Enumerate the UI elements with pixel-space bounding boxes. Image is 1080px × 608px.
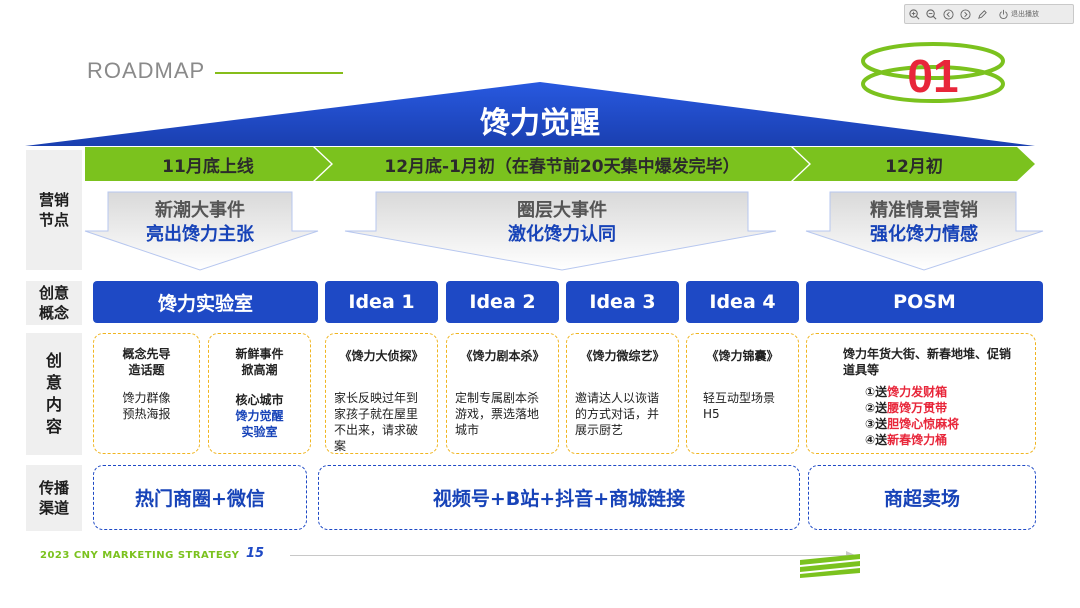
content-lab-b: 新鲜事件 掀高潮 核心城市 馋力觉醒 实验室 bbox=[208, 333, 311, 454]
event-arrow-2 bbox=[344, 191, 777, 271]
event-3-text: 精准情景营销强化馋力情感 bbox=[870, 200, 978, 245]
concept-idea-2: Idea 2 bbox=[446, 281, 559, 323]
event-arrow-3 bbox=[805, 191, 1044, 271]
page-number: 15 bbox=[246, 546, 265, 561]
event-2-text: 圈层大事件激化馋力认同 bbox=[508, 200, 616, 245]
power-icon bbox=[998, 9, 1009, 20]
next-icon[interactable] bbox=[960, 8, 971, 20]
previous-icon[interactable] bbox=[943, 8, 954, 20]
channel-3: 商超卖场 bbox=[808, 465, 1036, 530]
channel-2: 视频号+B站+抖音+商城链接 bbox=[318, 465, 800, 530]
zoom-in-icon[interactable] bbox=[909, 8, 920, 20]
concept-idea-3: Idea 3 bbox=[566, 281, 679, 323]
roadmap-label: ROADMAP bbox=[87, 58, 206, 83]
viewer-toolbar: 退出播放 bbox=[904, 4, 1074, 24]
exit-playback-button[interactable]: 退出播放 bbox=[998, 9, 1039, 20]
pen-icon[interactable] bbox=[977, 9, 988, 20]
posm-item-1: ①送馋力发财箱 bbox=[865, 385, 948, 399]
row-label-nodes: 营销节点 bbox=[26, 150, 82, 270]
row-label-concept: 创意概念 bbox=[26, 281, 82, 325]
event-arrow-1 bbox=[84, 191, 319, 271]
content-idea-2: 《馋力剧本杀》 定制专属剧本杀游戏，票选落地城市 bbox=[446, 333, 559, 454]
channel-1: 热门商圈+微信 bbox=[93, 465, 307, 530]
zoom-out-icon[interactable] bbox=[926, 8, 937, 20]
posm-item-4: ④送新春馋力桶 bbox=[865, 433, 948, 447]
green-stripes-icon bbox=[800, 554, 860, 578]
concept-idea-1: Idea 1 bbox=[325, 281, 438, 323]
content-idea-4: 《馋力锦囊》 轻互动型场景H5 bbox=[686, 333, 799, 454]
timeline-phase-3: 12月初 bbox=[793, 147, 1035, 181]
footer-text: 2023 CNY MARKETING STRATEGY bbox=[40, 550, 240, 561]
row-label-channel: 传播渠道 bbox=[26, 465, 82, 531]
exit-playback-label: 退出播放 bbox=[1011, 10, 1039, 18]
row-label-content: 创意 内容 bbox=[26, 333, 82, 455]
posm-item-3: ③送胆馋心惊麻将 bbox=[865, 417, 960, 431]
content-idea-1: 《馋力大侦探》 家长反映过年到家孩子就在屋里不出来，请求破案 bbox=[325, 333, 438, 454]
posm-item-2: ②送腰馋万贯带 bbox=[865, 401, 948, 415]
roof-title: 馋力觉醒 bbox=[480, 106, 600, 141]
concept-idea-4: Idea 4 bbox=[686, 281, 799, 323]
concept-lab: 馋力实验室 bbox=[93, 281, 318, 323]
concept-posm: POSM bbox=[806, 281, 1043, 323]
timeline-phase-1: 11月底上线 bbox=[85, 147, 331, 181]
content-lab-a: 概念先导 造话题 馋力群像 预热海报 bbox=[93, 333, 200, 454]
content-posm: 馋力年货大街、新春地堆、促销道具等 ①送馋力发财箱 ②送腰馋万贯带 ③送胆馋心惊… bbox=[806, 333, 1036, 454]
timeline-phase-2: 12月底-1月初（在春节前20天集中爆发完毕） bbox=[315, 147, 809, 181]
event-1-text: 新潮大事件亮出馋力主张 bbox=[146, 200, 254, 245]
posm-list: ①送馋力发财箱 ②送腰馋万贯带 ③送胆馋心惊麻将 ④送新春馋力桶 bbox=[865, 384, 959, 448]
footer-line bbox=[290, 555, 850, 556]
roadmap-underline bbox=[215, 72, 343, 74]
content-idea-3: 《馋力微综艺》 邀请达人以诙谐的方式对话，并展示厨艺 bbox=[566, 333, 679, 454]
